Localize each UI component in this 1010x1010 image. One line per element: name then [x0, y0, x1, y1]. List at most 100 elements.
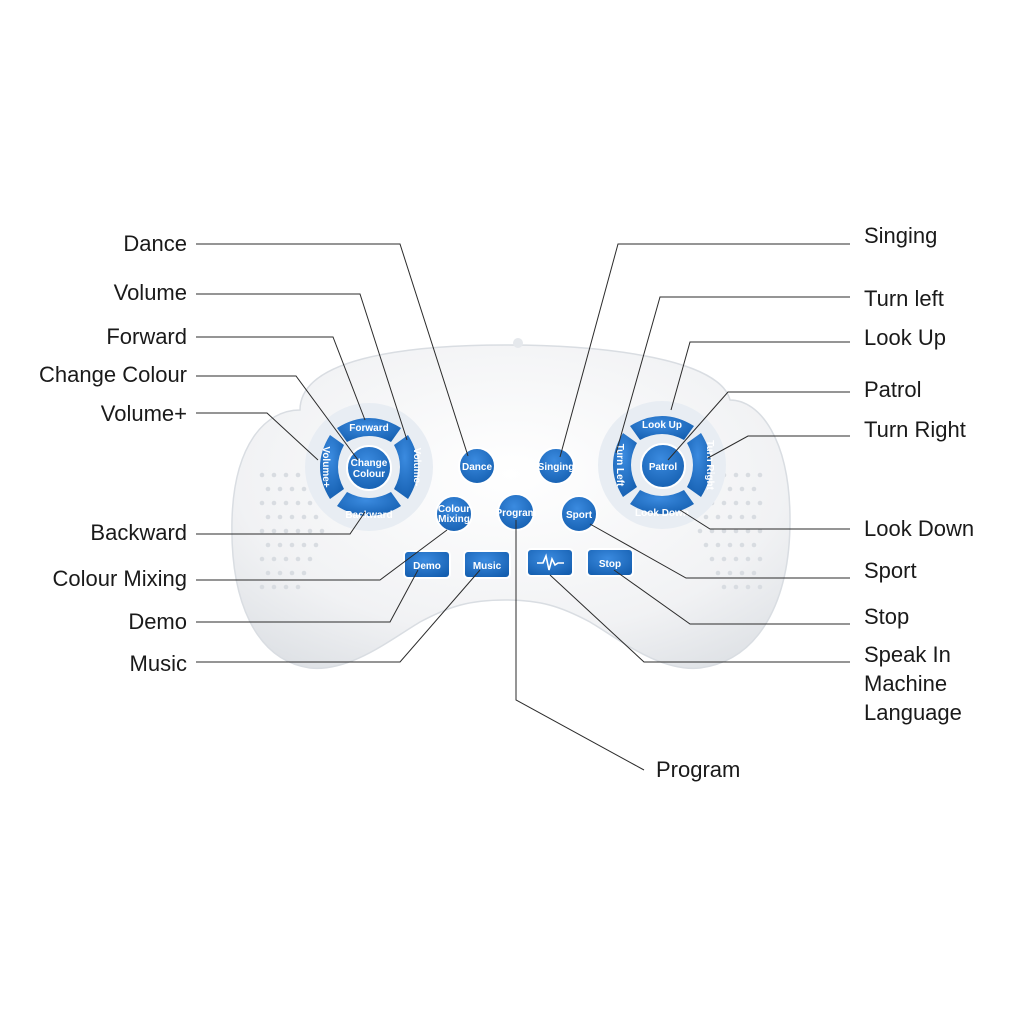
grille-dot — [259, 472, 265, 478]
grille-dot — [259, 500, 265, 506]
grille-dot — [721, 556, 727, 562]
grille-dot — [277, 514, 283, 520]
dance-button[interactable] — [458, 447, 496, 485]
grille-dot — [265, 514, 271, 520]
grille-dot — [745, 556, 751, 562]
grille-dot — [313, 514, 319, 520]
speaker-grille-right — [697, 472, 763, 590]
turn-right-button-label: Turn Right — [704, 440, 715, 490]
grille-dot — [271, 556, 277, 562]
callout-singing: Singing — [864, 223, 937, 248]
sport-button[interactable] — [560, 495, 598, 533]
singing-button[interactable] — [537, 447, 575, 485]
grille-dot — [733, 472, 739, 478]
center-buttons: Dance Singing Colour Mixing Program Spor… — [435, 447, 598, 533]
grille-dot — [265, 570, 271, 576]
grille-dot — [715, 514, 721, 520]
grille-dot — [745, 528, 751, 534]
grille-dot — [751, 486, 757, 492]
speak-machine-language-button[interactable] — [526, 548, 574, 577]
turn-left-button[interactable] — [613, 433, 637, 497]
grille-dot — [313, 542, 319, 548]
look-up-button[interactable] — [630, 416, 694, 440]
callout-speak-line-2: Machine — [864, 671, 947, 696]
sport-button-label: Sport — [566, 510, 593, 521]
grille-dot — [289, 514, 295, 520]
demo-button-label: Demo — [413, 561, 441, 572]
volume-minus-button-label: Volume- — [411, 448, 422, 487]
grille-dot — [751, 542, 757, 548]
patrol-button-label: Patrol — [649, 462, 678, 473]
grille-dot — [733, 556, 739, 562]
callout-dance: Dance — [123, 231, 187, 256]
dance-button-label: Dance — [462, 462, 492, 473]
grille-dot — [733, 500, 739, 506]
grille-dot — [757, 584, 763, 590]
patrol-button[interactable] — [640, 443, 686, 489]
stop-button[interactable] — [586, 548, 634, 577]
turn-right-button[interactable] — [687, 433, 711, 497]
grille-dot — [265, 486, 271, 492]
grille-dot — [289, 570, 295, 576]
callout-volume-plus: Volume+ — [101, 401, 187, 426]
grille-dot — [283, 500, 289, 506]
volume-minus-button[interactable] — [394, 435, 418, 499]
grille-dot — [733, 528, 739, 534]
grille-dot — [319, 528, 325, 534]
change-colour-button[interactable] — [346, 445, 392, 491]
grille-dot — [265, 542, 271, 548]
volume-plus-button-label: Volume+ — [320, 446, 331, 487]
antenna-nub — [513, 338, 523, 348]
grille-dot — [295, 584, 301, 590]
callout-look-up: Look Up — [864, 325, 946, 350]
grille-dot — [727, 542, 733, 548]
change-colour-label-2: Colour — [353, 469, 385, 480]
speaker-grille-left — [259, 472, 325, 590]
grille-dot — [283, 472, 289, 478]
grille-dot — [301, 570, 307, 576]
leader-lines — [196, 243, 850, 771]
turn-left-button-label: Turn Left — [614, 444, 625, 487]
grille-dot — [751, 514, 757, 520]
music-button-label: Music — [473, 561, 502, 572]
colour-mixing-button[interactable] — [435, 495, 473, 533]
callout-program: Program — [656, 757, 740, 782]
demo-button[interactable] — [403, 550, 451, 579]
callout-demo: Demo — [128, 609, 187, 634]
grille-dot — [271, 500, 277, 506]
callout-labels: Dance Volume Forward Change Colour Volum… — [39, 223, 974, 782]
grille-dot — [295, 556, 301, 562]
backward-button[interactable] — [337, 492, 401, 516]
callout-colour-mixing: Colour Mixing — [53, 566, 188, 591]
grille-dot — [727, 570, 733, 576]
volume-plus-button[interactable] — [320, 435, 344, 499]
music-button[interactable] — [463, 550, 511, 579]
grille-dot — [259, 528, 265, 534]
grille-dot — [697, 528, 703, 534]
callout-forward: Forward — [106, 324, 187, 349]
grille-dot — [745, 500, 751, 506]
grille-dot — [757, 556, 763, 562]
grille-dot — [283, 528, 289, 534]
grille-dot — [721, 584, 727, 590]
grille-dot — [757, 472, 763, 478]
callout-change-colour: Change Colour — [39, 362, 187, 387]
grille-dot — [295, 528, 301, 534]
grille-dot — [259, 556, 265, 562]
grille-dot — [739, 542, 745, 548]
program-button-label: Program — [495, 508, 536, 519]
callout-speak-line-3: Language — [864, 700, 962, 725]
grille-dot — [715, 542, 721, 548]
grille-dot — [703, 542, 709, 548]
grille-dot — [757, 500, 763, 506]
callout-stop: Stop — [864, 604, 909, 629]
grille-dot — [751, 570, 757, 576]
stop-button-label: Stop — [599, 559, 621, 570]
grille-dot — [727, 514, 733, 520]
grille-dot — [301, 486, 307, 492]
grille-dot — [289, 486, 295, 492]
grille-dot — [739, 514, 745, 520]
look-down-button[interactable] — [630, 490, 694, 514]
grille-dot — [307, 528, 313, 534]
forward-button[interactable] — [337, 418, 401, 442]
